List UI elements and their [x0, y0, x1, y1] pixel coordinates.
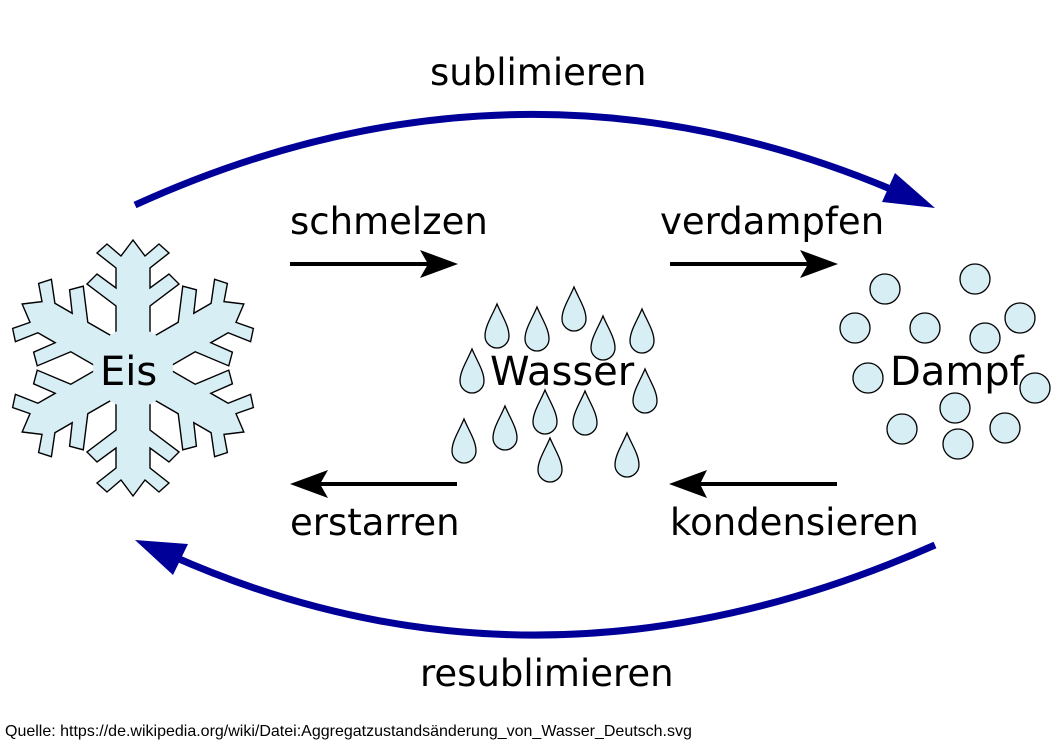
source-caption: Quelle: https://de.wikipedia.org/wiki/Da… [5, 723, 692, 740]
condensation-label: kondensieren [670, 501, 919, 544]
snowflake-icon [0, 239, 268, 497]
ice-label: Eis [100, 349, 157, 395]
sublimation-label: sublimieren [430, 51, 646, 94]
melting-label: schmelzen [290, 200, 488, 243]
water-label: Wasser [490, 349, 635, 395]
vapor-label: Dampf [890, 349, 1025, 395]
evaporation-arrow [670, 250, 838, 278]
evaporation-label: verdampfen [660, 200, 884, 243]
deposition-arrow [135, 540, 937, 639]
sublimation-arrow [133, 110, 935, 209]
melting-arrow [290, 250, 458, 278]
freezing-arrow [290, 470, 457, 498]
vapor-particles-icon [839, 263, 1051, 460]
condensation-arrow [669, 470, 837, 498]
deposition-label: resublimieren [420, 652, 674, 695]
freezing-label: erstarren [290, 501, 460, 544]
